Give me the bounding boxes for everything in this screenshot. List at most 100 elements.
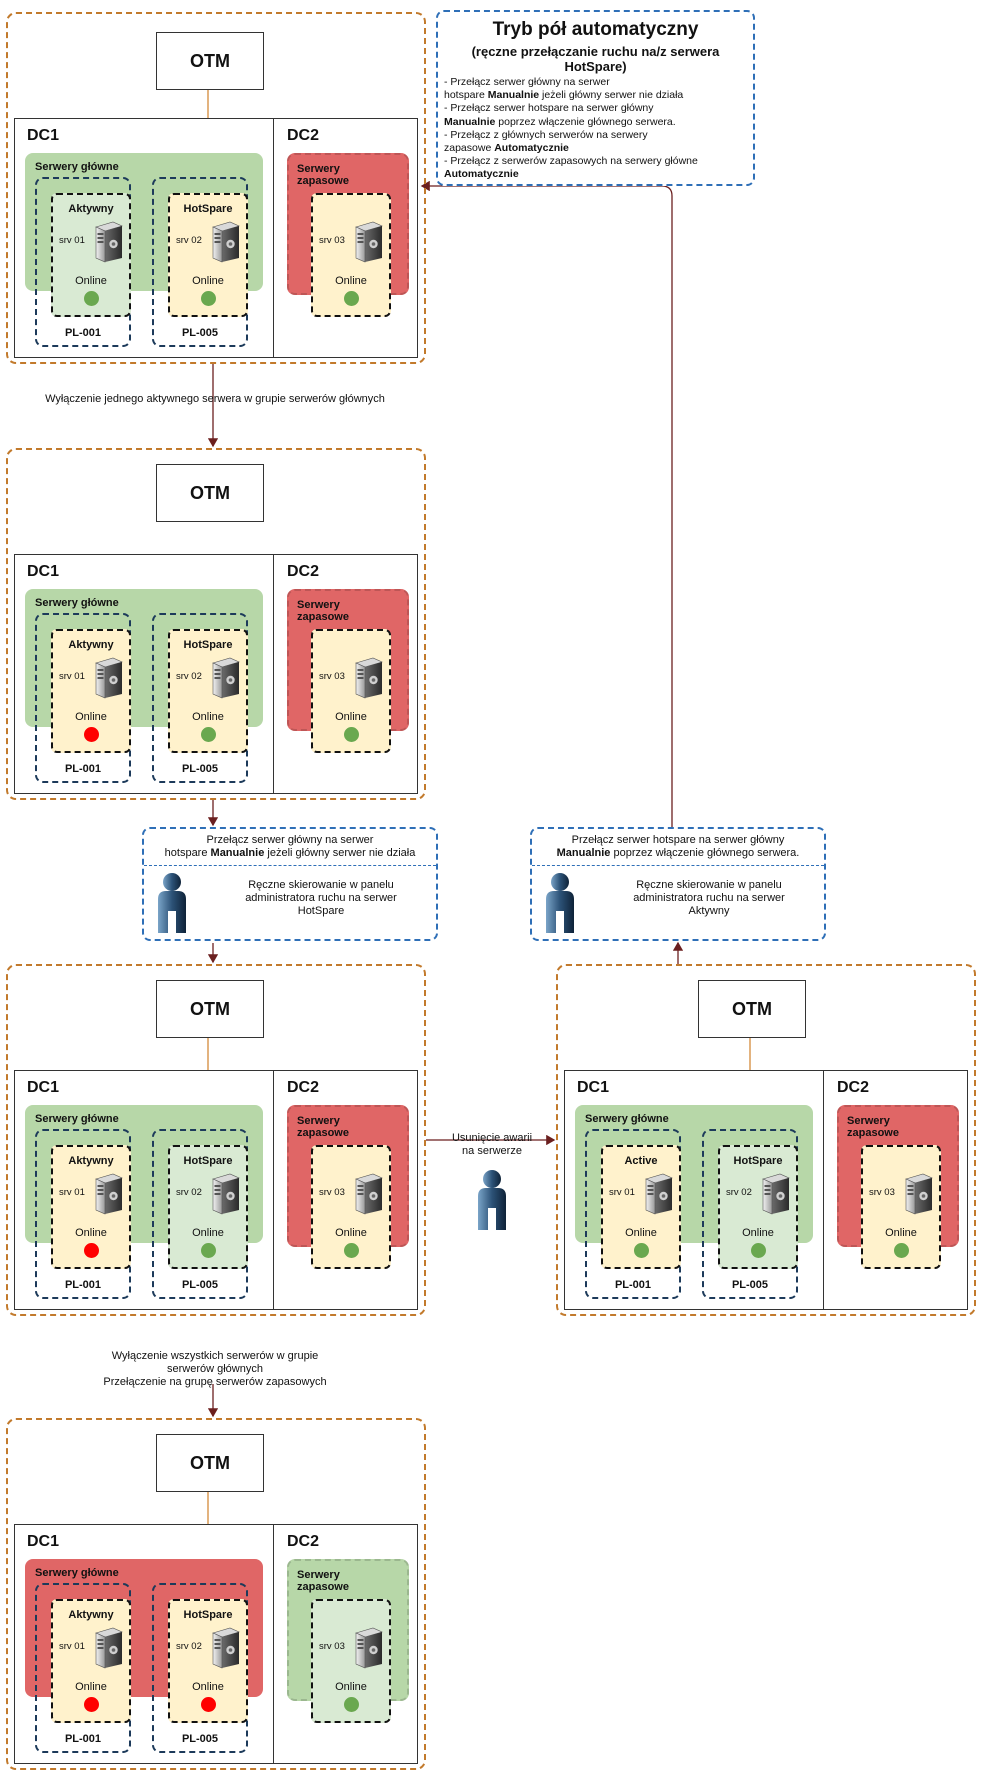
- action-left-body-line3: HotSpare: [297, 905, 345, 917]
- status-indicator: [83, 291, 99, 306]
- transition-label-1: Wyłączenie jednego aktywnego serwera w g…: [45, 393, 385, 405]
- otm-box: OTM: [156, 32, 264, 90]
- administrator-icon: [158, 873, 186, 933]
- server-name: srv 03: [319, 1187, 345, 1198]
- server-status-label: Online: [75, 1227, 107, 1239]
- server-role-label: HotSpare: [183, 1155, 233, 1167]
- backup-group-label-line2: zapasowe: [297, 611, 349, 623]
- status-indicator: [343, 1243, 359, 1258]
- status-indicator: [343, 291, 359, 306]
- dc2-label: DC2: [837, 1079, 870, 1096]
- server-status-label: Online: [885, 1227, 917, 1239]
- transition-label-3: Wyłączenie wszystkich serwerów w grupie …: [60, 1350, 370, 1389]
- server-name: srv 03: [319, 235, 345, 246]
- legend-line-6: zapasowe Automatycznie: [444, 142, 569, 155]
- action-left-header-line-2: hotspare Manualnie jeżeli główny serwer …: [164, 847, 416, 859]
- action-right-body-line1: Ręczne skierowanie w panelu: [636, 879, 782, 891]
- server-name: srv 01: [59, 235, 85, 246]
- otm-box: OTM: [156, 464, 264, 522]
- server-icon: [351, 1627, 383, 1669]
- action-right-header: Przełącz serwer hotspare na serwer główn…: [536, 834, 820, 860]
- transition-label-3-line1: Wyłączenie wszystkich serwerów w grupie: [111, 1350, 319, 1362]
- backup-group-label-line1: Serwery: [297, 1115, 340, 1127]
- server-role-label: Aktywny: [68, 639, 114, 651]
- legend-line-8: Automatycznie: [444, 168, 519, 181]
- main-group-label: Serwery główne: [585, 1113, 669, 1125]
- server-role-label: Aktywny: [68, 1609, 114, 1621]
- transition-label-2-line1: Usunięcie awarii: [451, 1132, 533, 1144]
- server-icon: [901, 1173, 933, 1215]
- pool-label: PL-001: [64, 1733, 102, 1745]
- pool-label: PL-005: [181, 327, 219, 339]
- server-role-label: Active: [624, 1155, 658, 1167]
- server-name: srv 02: [176, 1187, 202, 1198]
- main-group-label: Serwery główne: [35, 1567, 119, 1579]
- server-icon: [351, 657, 383, 699]
- server-status-label: Online: [192, 275, 224, 287]
- legend-line-3: - Przełącz serwer hotspare na serwer głó…: [444, 102, 654, 115]
- action-right-separator: [532, 865, 824, 866]
- server-icon: [208, 1627, 240, 1669]
- dc2-label: DC2: [287, 563, 320, 580]
- server-card-3: srv 03 Online: [311, 193, 391, 317]
- status-indicator: [83, 1697, 99, 1712]
- dc1-label: DC1: [577, 1079, 610, 1096]
- server-name: srv 01: [59, 671, 85, 682]
- backup-group-label-line2: zapasowe: [297, 1581, 349, 1593]
- status-indicator: [200, 1243, 216, 1258]
- server-status-label: Online: [335, 275, 367, 287]
- backup-group-label-line2: zapasowe: [297, 175, 349, 187]
- legend-subtitle: (ręczne przełączanie ruchu na/z serwera …: [471, 44, 720, 74]
- legend-box: Tryb pół automatyczny (ręczne przełączan…: [436, 10, 755, 186]
- status-indicator: [750, 1243, 766, 1258]
- server-name: srv 01: [609, 1187, 635, 1198]
- transition-label-2-line2: na serwerze: [462, 1145, 522, 1157]
- datacenter-divider: [823, 1071, 824, 1309]
- server-name: srv 01: [59, 1187, 85, 1198]
- dc1-label: DC1: [27, 1533, 60, 1550]
- server-icon: [351, 1173, 383, 1215]
- pool-label: PL-005: [181, 1733, 219, 1745]
- server-name: srv 03: [319, 1641, 345, 1652]
- server-icon: [208, 1173, 240, 1215]
- action-box-right: Przełącz serwer hotspare na serwer główn…: [530, 827, 826, 941]
- person-icon: [478, 1170, 506, 1230]
- server-role-label: HotSpare: [183, 639, 233, 651]
- datacenter-divider: [273, 119, 274, 357]
- server-name: srv 02: [726, 1187, 752, 1198]
- status-indicator: [200, 291, 216, 306]
- transition-label-3-line2: serwerów głównych: [167, 1363, 263, 1375]
- dc2-label: DC2: [287, 127, 320, 144]
- backup-group-label-line1: Serwery: [297, 599, 340, 611]
- status-indicator: [200, 1697, 216, 1712]
- backup-group-label-line1: Serwery: [297, 1569, 340, 1581]
- server-role-label: Aktywny: [68, 1155, 114, 1167]
- action-left-separator: [144, 865, 436, 866]
- backup-group-label-line1: Serwery: [297, 163, 340, 175]
- server-name: srv 02: [176, 671, 202, 682]
- server-status-label: Online: [192, 711, 224, 723]
- otm-box: OTM: [156, 1434, 264, 1492]
- main-group-label: Serwery główne: [35, 1113, 119, 1125]
- server-icon: [758, 1173, 790, 1215]
- action-right-body: Ręczne skierowanie w panelu administrato…: [602, 879, 816, 918]
- dc2-label: DC2: [287, 1079, 320, 1096]
